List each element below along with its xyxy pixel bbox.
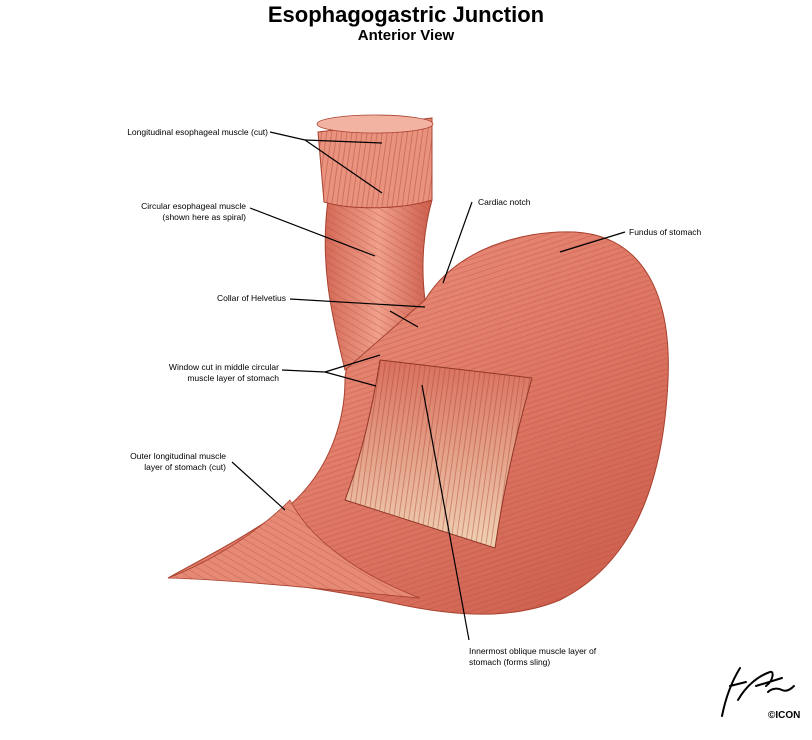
label-window-cut: Window cut in middle circular [168, 362, 279, 372]
diagram-subtitle: Anterior View [357, 27, 455, 44]
svg-text:©ICON: ©ICON [768, 710, 800, 721]
label-outer-longitudinal-muscle: Outer longitudinal muscle [130, 451, 226, 461]
label-circular-esophageal-muscle-note: (shown here as spiral) [162, 212, 246, 222]
label-circular-esophageal-muscle: Circular esophageal muscle [141, 201, 246, 211]
label-window-cut-line2: muscle layer of stomach [187, 373, 279, 383]
label-innermost-oblique-muscle: Innermost oblique muscle layer of [469, 646, 597, 656]
label-cardiac-notch: Cardiac notch [478, 197, 531, 207]
label-innermost-oblique-muscle-line2: stomach (forms sling) [469, 657, 551, 667]
esophagus [316, 114, 434, 371]
label-collar-of-helvetius: Collar of Helvetius [217, 293, 286, 303]
diagram-title: Esophagogastric Junction [267, 2, 545, 27]
label-outer-longitudinal-muscle-line2: layer of stomach (cut) [144, 462, 226, 472]
netter-signature-logo: ©ICON [721, 667, 800, 721]
label-longitudinal-esophageal-muscle: Longitudinal esophageal muscle (cut) [127, 127, 268, 137]
leader-lines [231, 131, 626, 641]
label-fundus-of-stomach: Fundus of stomach [629, 227, 702, 237]
muscle-window [344, 359, 533, 549]
